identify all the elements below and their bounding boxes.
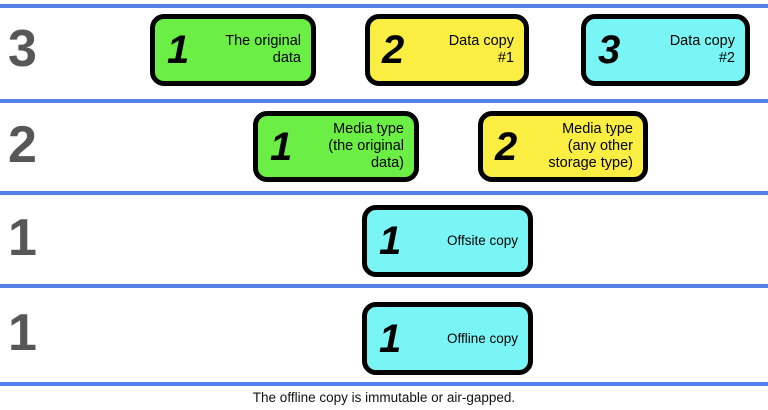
separator-line-2 bbox=[0, 191, 768, 195]
separator-line-bottom bbox=[0, 382, 768, 386]
separator-line-3 bbox=[0, 284, 768, 288]
row-count-2: 2 bbox=[8, 116, 37, 174]
card-number: 2 bbox=[382, 28, 405, 72]
card-label: Media type (any other storage type) bbox=[548, 121, 633, 171]
card-label: Media type (the original data) bbox=[328, 121, 404, 171]
card-media-type-original[interactable]: 1 Media type (the original data) bbox=[253, 111, 419, 182]
card-label: Data copy #1 bbox=[448, 33, 514, 66]
card-data-copy-1[interactable]: 2 Data copy #1 bbox=[365, 14, 529, 86]
separator-line-top bbox=[0, 4, 768, 8]
footer-caption: The offline copy is immutable or air-gap… bbox=[252, 390, 516, 405]
card-number: 1 bbox=[379, 316, 402, 361]
card-offsite-copy[interactable]: 1 Offsite copy bbox=[362, 205, 533, 277]
card-number: 2 bbox=[495, 124, 518, 169]
card-offline-copy[interactable]: 1 Offline copy bbox=[362, 302, 533, 375]
card-label: Offline copy bbox=[446, 330, 518, 346]
card-number: 1 bbox=[167, 28, 190, 72]
row-count-3: 3 bbox=[8, 20, 37, 78]
row-count-1-offline: 1 bbox=[8, 304, 37, 362]
row-count-1-offsite: 1 bbox=[8, 209, 37, 267]
card-label: Offsite copy bbox=[446, 233, 518, 249]
separator-line-1 bbox=[0, 99, 768, 103]
card-data-copy-2[interactable]: 3 Data copy #2 bbox=[581, 14, 750, 86]
card-number: 1 bbox=[379, 219, 402, 263]
card-label: Data copy #2 bbox=[669, 33, 735, 66]
card-number: 1 bbox=[270, 124, 293, 169]
card-label: The original data bbox=[225, 33, 301, 66]
card-number: 3 bbox=[598, 28, 621, 72]
card-media-type-other[interactable]: 2 Media type (any other storage type) bbox=[478, 111, 648, 182]
card-original-data[interactable]: 1 The original data bbox=[150, 14, 316, 86]
